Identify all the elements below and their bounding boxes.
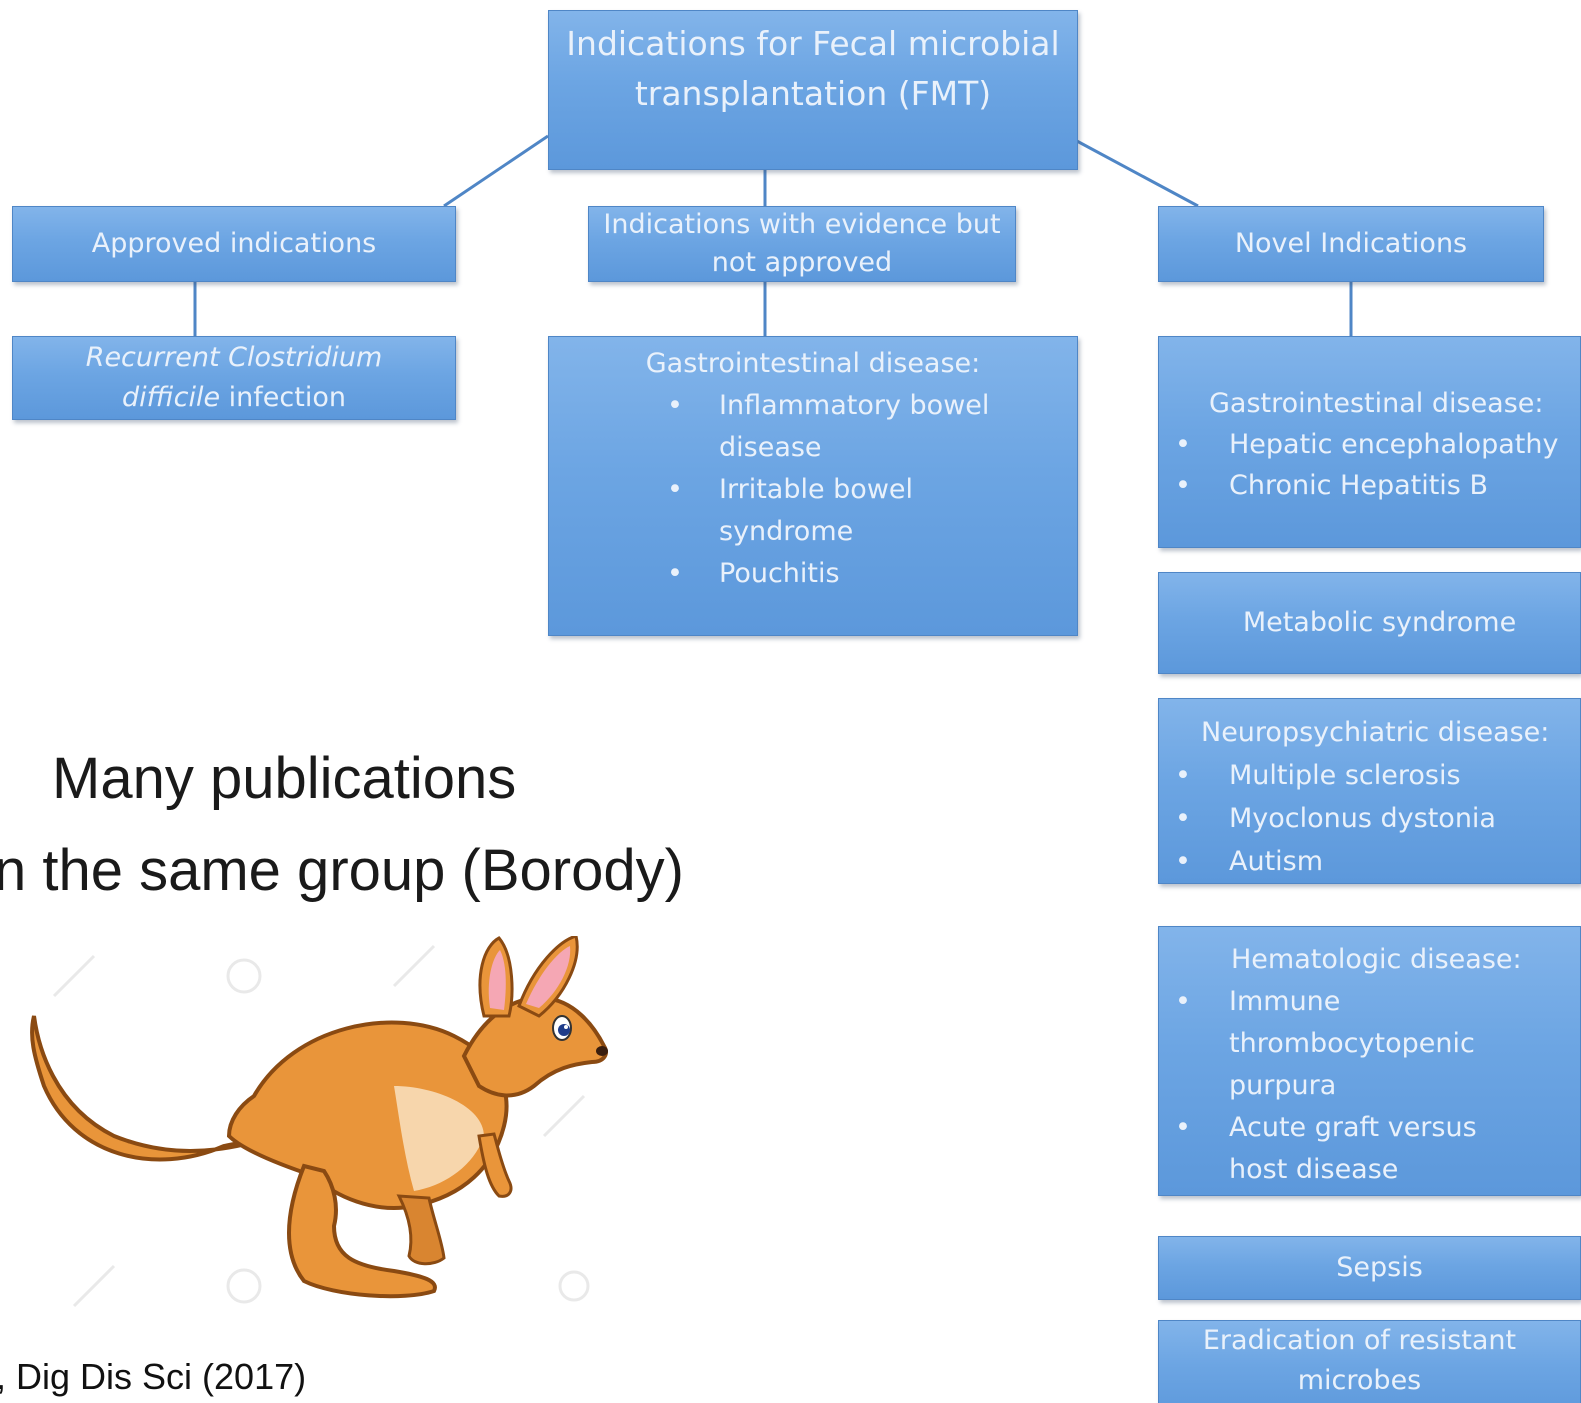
- cdiff-suffix: infection: [220, 382, 346, 413]
- evidence-gi-list: Inflammatory bowel disease Irritable bow…: [559, 385, 1067, 595]
- eradication-node: Eradication of resistant microbes: [1158, 1320, 1581, 1403]
- connector-root-novel: [1074, 138, 1199, 208]
- hema-heading: Hematologic disease:: [1231, 944, 1522, 975]
- evidence-gi-node: Gastrointestinal disease: Inflammatory b…: [548, 336, 1078, 636]
- evidence-gi-item: Pouchitis: [559, 553, 1007, 595]
- eradication-label: Eradication of resistant microbes: [1202, 1325, 1517, 1396]
- novel-gi-node: Gastrointestinal disease: Hepatic enceph…: [1158, 336, 1581, 548]
- neuro-item: Myoclonus dystonia: [1159, 797, 1580, 840]
- neuro-heading: Neuropsychiatric disease:: [1201, 717, 1550, 748]
- citation-text: , Dig Dis Sci (2017): [0, 1356, 307, 1397]
- sepsis-label: Sepsis: [1336, 1252, 1423, 1283]
- hema-list: Immune thrombocytopenic purpura Acute gr…: [1159, 981, 1580, 1191]
- hema-item: Acute graft versus host disease: [1159, 1107, 1520, 1191]
- neuro-node: Neuropsychiatric disease: Multiple scler…: [1158, 698, 1581, 884]
- cdiff-italic: Recurrent Clostridium difficile: [85, 342, 383, 413]
- neuro-list: Multiple sclerosis Myoclonus dystonia Au…: [1159, 754, 1580, 883]
- approved-indications-label: Approved indications: [91, 228, 377, 259]
- overlay-line-1: Many publications: [52, 746, 517, 811]
- evidence-indications-label: Indications with evidence but not approv…: [603, 209, 1001, 278]
- evidence-gi-heading: Gastrointestinal disease:: [645, 348, 981, 379]
- approved-indications-node: Approved indications: [12, 206, 456, 282]
- cdiff-text: Recurrent Clostridium difficile infectio…: [23, 338, 445, 418]
- metabolic-label: Metabolic syndrome: [1242, 607, 1517, 638]
- root-label: Indications for Fecal microbial transpla…: [566, 24, 1060, 113]
- evidence-gi-item: Irritable bowel syndrome: [559, 469, 1007, 553]
- novel-gi-heading: Gastrointestinal disease:: [1209, 388, 1544, 419]
- cdiff-node: Recurrent Clostridium difficile infectio…: [12, 336, 456, 420]
- metabolic-node: Metabolic syndrome: [1158, 572, 1581, 674]
- hema-node: Hematologic disease: Immune thrombocytop…: [1158, 926, 1581, 1196]
- neuro-item: Autism: [1159, 840, 1580, 883]
- novel-indications-label: Novel Indications: [1234, 228, 1468, 259]
- evidence-indications-node: Indications with evidence but not approv…: [588, 206, 1016, 282]
- overlay-line-2: n the same group (Borody): [0, 838, 684, 903]
- novel-indications-node: Novel Indications: [1158, 206, 1544, 282]
- hema-item: Immune thrombocytopenic purpura: [1159, 981, 1520, 1107]
- kangaroo-illustration: [30, 936, 608, 1308]
- root-node: Indications for Fecal microbial transpla…: [548, 10, 1078, 170]
- novel-gi-item: Hepatic encephalopathy: [1159, 424, 1580, 465]
- novel-gi-item: Chronic Hepatitis B: [1159, 465, 1580, 506]
- connector-root-approved: [443, 134, 549, 208]
- novel-gi-list: Hepatic encephalopathy Chronic Hepatitis…: [1159, 424, 1580, 506]
- sepsis-node: Sepsis: [1158, 1236, 1581, 1300]
- evidence-gi-item: Inflammatory bowel disease: [559, 385, 1007, 469]
- neuro-item: Multiple sclerosis: [1159, 754, 1580, 797]
